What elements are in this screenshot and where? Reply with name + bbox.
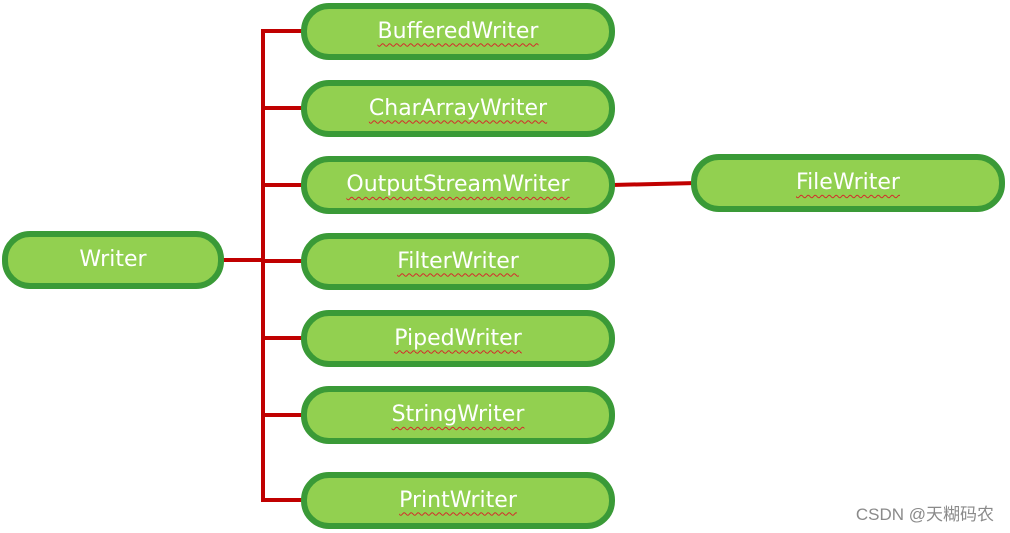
node-filterwriter: FilterWriter (301, 233, 615, 290)
node-printwriter: PrintWriter (301, 472, 615, 529)
node-pipedwriter: PipedWriter (301, 310, 615, 367)
node-label: CharArrayWriter (368, 95, 548, 121)
node-bufferedwriter: BufferedWriter (301, 3, 615, 60)
node-label: StringWriter (391, 402, 525, 427)
node-label: Writer (79, 247, 147, 272)
node-label: PipedWriter (394, 325, 522, 351)
node-label: PrintWriter (399, 487, 517, 513)
node-chararraywriter: CharArrayWriter (301, 80, 615, 137)
node-label: FilterWriter (397, 248, 519, 274)
watermark: CSDN @天糊码农 (855, 505, 994, 524)
node-writer: Writer (2, 231, 224, 289)
filewriter-connector (611, 181, 698, 187)
node-outputstreamwriter: OutputStreamWriter (301, 156, 615, 214)
node-label: FileWriter (796, 170, 900, 195)
node-label: BufferedWriter (377, 18, 539, 44)
node-filewriter: FileWriter (691, 154, 1005, 212)
node-stringwriter: StringWriter (301, 386, 615, 444)
node-label: OutputStreamWriter (346, 172, 570, 197)
